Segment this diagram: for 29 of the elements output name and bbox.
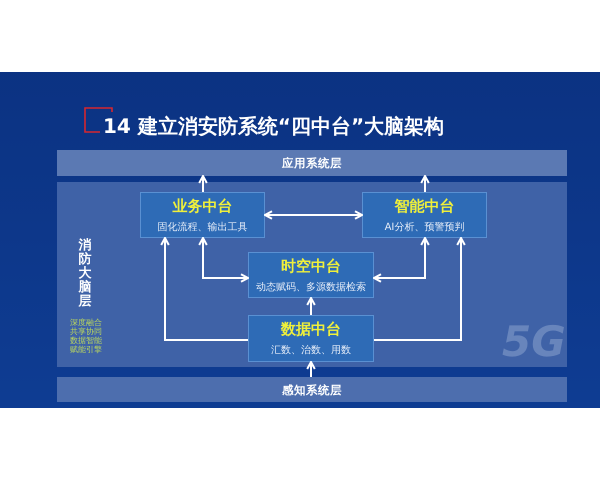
layer-band xyxy=(57,150,567,176)
arrow xyxy=(374,237,466,341)
layer-label: 应用系统层 xyxy=(282,156,342,170)
platform-subtitle: AI分析、预警预判 xyxy=(384,221,464,234)
arrow xyxy=(306,361,316,377)
platform-title: 数据中台 xyxy=(281,320,341,338)
platform-title: 智能中台 xyxy=(394,197,454,215)
platform-box xyxy=(362,192,487,238)
platform-subtitle: 固化流程、输出工具 xyxy=(158,221,248,234)
arrow xyxy=(160,237,248,341)
arrow xyxy=(373,237,430,283)
arrow xyxy=(420,175,430,192)
platform-title: 时空中台 xyxy=(281,257,341,275)
keyword-list: 深度融合共享协同数据智能赋能引擎 xyxy=(68,318,104,354)
layer-label: 感知系统层 xyxy=(282,382,342,396)
arrow xyxy=(198,175,208,192)
platform-subtitle: 动态赋码、多源数据检索 xyxy=(256,281,366,294)
platform-title: 业务中台 xyxy=(172,197,232,215)
layer-band xyxy=(57,377,567,402)
platform-box xyxy=(248,252,374,298)
arrow xyxy=(198,237,249,283)
platform-subtitle: 汇数、治数、用数 xyxy=(271,344,351,357)
arrow xyxy=(264,210,363,220)
slide-title: 14 建立消安防系统“四中台”大脑架构 xyxy=(103,113,444,140)
layer-panel xyxy=(57,182,567,367)
platform-box xyxy=(248,315,374,362)
vertical-label: 消防大脑层 xyxy=(78,239,92,309)
arrow xyxy=(306,297,316,315)
platform-box xyxy=(140,192,265,238)
